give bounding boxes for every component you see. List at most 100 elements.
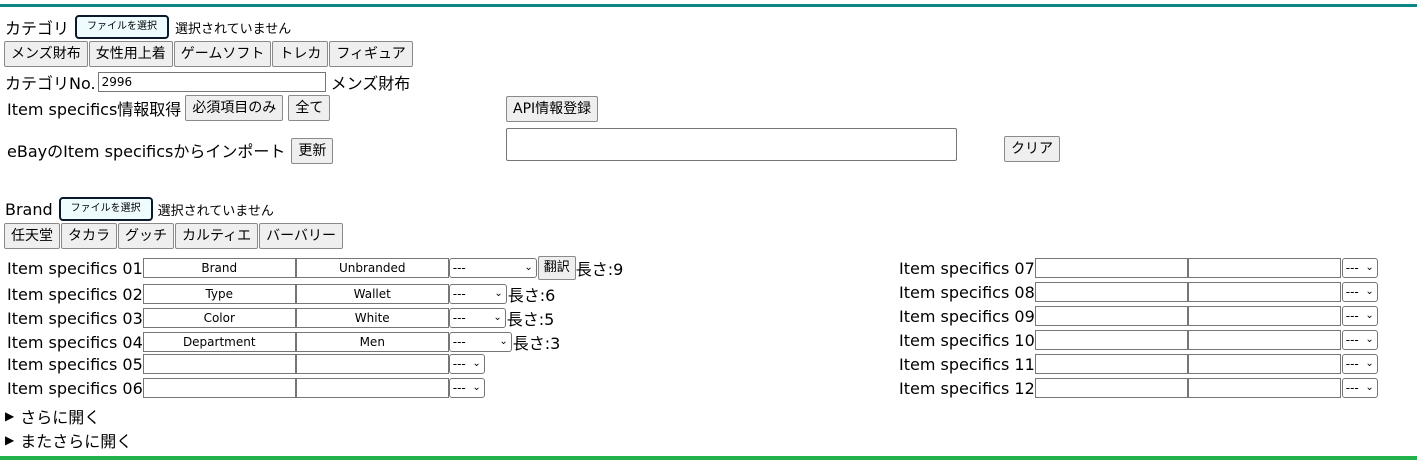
chevron-down-icon: ⌄ [1365, 334, 1374, 345]
specifics-name-input[interactable] [1034, 354, 1188, 374]
specifics-name-input[interactable]: Department [142, 332, 296, 352]
specifics-select[interactable]: ---⌄ [448, 284, 507, 304]
specifics-value-input[interactable] [295, 354, 449, 374]
chevron-down-icon: ⌄ [524, 262, 533, 273]
specifics-row-03: Item specifics 03 Color White ---⌄ 長さ:5 [7, 306, 554, 330]
select-value: --- [1345, 333, 1359, 347]
select-value: --- [1345, 381, 1359, 395]
specifics-row-04: Item specifics 04 Department Men ---⌄ 長さ… [7, 330, 560, 354]
select-value: --- [452, 335, 466, 349]
specifics-fetch-row: Item specifics情報取得 必須項目のみ 全て [7, 95, 331, 121]
specifics-select[interactable]: ---⌄ [1341, 258, 1378, 278]
specifics-label: Item specifics 10 [899, 330, 1035, 350]
specifics-row-11: Item specifics 11 ---⌄ [899, 354, 1378, 374]
brand-nintendo-button[interactable]: 任天堂 [4, 223, 60, 249]
length-text: 長さ:5 [506, 310, 555, 329]
required-only-button[interactable]: 必須項目のみ [185, 95, 284, 121]
specifics-name-input[interactable] [1034, 330, 1188, 350]
specifics-name-input[interactable] [1034, 378, 1188, 398]
expander-even-more[interactable]: ▶ またさらに開く [5, 428, 132, 452]
expander-more[interactable]: ▶ さらに開く [5, 404, 100, 428]
specifics-select[interactable]: ---⌄ [448, 308, 506, 328]
all-button[interactable]: 全て [288, 95, 331, 121]
select-value: --- [1345, 285, 1359, 299]
specifics-row-01: Item specifics 01 Brand Unbranded ---⌄ 翻… [7, 256, 623, 280]
specifics-label: Item specifics 02 [7, 284, 143, 304]
specifics-fetch-label: Item specifics情報取得 [7, 100, 182, 119]
select-value: --- [452, 381, 466, 395]
specifics-value-input[interactable] [1187, 354, 1341, 374]
specifics-select[interactable]: ---⌄ [448, 332, 512, 352]
specifics-select[interactable]: --- ⌄ [448, 354, 485, 374]
disclosure-triangle-icon: ▶ [5, 433, 15, 447]
specifics-row-02: Item specifics 02 Type Wallet ---⌄ 長さ:6 [7, 282, 555, 306]
preset-womens-jacket-button[interactable]: 女性用上着 [88, 41, 173, 67]
length-text: 長さ:9 [575, 260, 624, 279]
specifics-name-input[interactable] [1034, 258, 1188, 278]
chevron-down-icon: ⌄ [472, 382, 481, 393]
specifics-name-input[interactable]: Brand [142, 258, 296, 278]
specifics-value-input[interactable] [1187, 306, 1341, 326]
api-register-button[interactable]: API情報登録 [506, 96, 599, 122]
chevron-down-icon: ⌄ [1365, 286, 1374, 297]
brand-gucci-button[interactable]: グッチ [118, 223, 174, 249]
import-label: eBayのItem specificsからインポート [7, 141, 286, 161]
chevron-down-icon: ⌄ [494, 288, 503, 299]
brand-preset-buttons: 任天堂 タカラ グッチ カルティエ バーバリー [4, 223, 344, 249]
clear-button[interactable]: クリア [1004, 136, 1060, 162]
specifics-name-input[interactable]: Color [142, 308, 296, 328]
specifics-select[interactable]: --- ⌄ [1341, 330, 1378, 350]
chevron-down-icon: ⌄ [472, 358, 481, 369]
specifics-label: Item specifics 05 [7, 354, 143, 374]
select-value: --- [1345, 357, 1359, 371]
specifics-name-input[interactable]: Type [142, 284, 296, 304]
brand-takara-button[interactable]: タカラ [61, 223, 117, 249]
length-text: 長さ:6 [507, 286, 556, 305]
brand-cartier-button[interactable]: カルティエ [175, 223, 259, 249]
preset-figure-button[interactable]: フィギュア [329, 41, 413, 67]
translate-button[interactable]: 翻訳 [537, 256, 576, 280]
specifics-value-input[interactable]: Men [295, 332, 449, 352]
import-textarea[interactable] [506, 128, 957, 161]
specifics-value-input[interactable]: Wallet [295, 284, 449, 304]
preset-mens-wallet-button[interactable]: メンズ財布 [4, 41, 88, 67]
specifics-select[interactable]: ---⌄ [1341, 378, 1378, 398]
specifics-select[interactable]: ---⌄ [1341, 354, 1378, 374]
specifics-value-input[interactable]: White [295, 308, 449, 328]
specifics-value-input[interactable] [1187, 378, 1341, 398]
length-text: 長さ:3 [512, 334, 561, 353]
select-value: --- [452, 357, 466, 371]
category-number-input[interactable] [97, 72, 326, 92]
specifics-value-input[interactable] [1187, 258, 1341, 278]
specifics-select[interactable]: ---⌄ [448, 258, 537, 278]
specifics-value-input[interactable]: Unbranded [295, 258, 449, 278]
specifics-row-12: Item specifics 12 ---⌄ [899, 378, 1378, 398]
specifics-label: Item specifics 12 [899, 378, 1035, 398]
preset-game-software-button[interactable]: ゲームソフト [173, 41, 272, 67]
category-file-row: カテゴリ ファイルを選択 選択されていません [5, 15, 291, 39]
specifics-select[interactable]: ---⌄ [1341, 306, 1378, 326]
specifics-value-input[interactable] [1187, 330, 1341, 350]
disclosure-triangle-icon: ▶ [5, 409, 15, 423]
specifics-name-input[interactable] [1034, 306, 1188, 326]
specifics-value-input[interactable] [295, 378, 449, 398]
specifics-row-07: Item specifics 07 ---⌄ [899, 258, 1378, 278]
specifics-row-05: Item specifics 05 --- ⌄ [7, 354, 485, 374]
update-button[interactable]: 更新 [291, 138, 334, 164]
specifics-name-input[interactable] [142, 378, 296, 398]
brand-file-button[interactable]: ファイルを選択 [58, 197, 153, 221]
brand-burberry-button[interactable]: バーバリー [259, 223, 344, 249]
specifics-name-input[interactable] [1034, 282, 1188, 302]
category-preset-buttons: メンズ財布 女性用上着 ゲームソフト トレカ フィギュア [4, 41, 413, 67]
chevron-down-icon: ⌄ [1365, 310, 1374, 321]
specifics-name-input[interactable] [142, 354, 296, 374]
specifics-label: Item specifics 03 [7, 308, 143, 328]
category-file-button[interactable]: ファイルを選択 [75, 15, 170, 39]
specifics-row-08: Item specifics 08 ---⌄ [899, 282, 1378, 302]
specifics-select[interactable]: --- ⌄ [1341, 282, 1378, 302]
chevron-down-icon: ⌄ [493, 312, 502, 323]
specifics-row-06: Item specifics 06 ---⌄ [7, 378, 485, 398]
specifics-value-input[interactable] [1187, 282, 1341, 302]
specifics-select[interactable]: --- ⌄ [448, 378, 485, 398]
preset-trading-card-button[interactable]: トレカ [272, 41, 329, 67]
